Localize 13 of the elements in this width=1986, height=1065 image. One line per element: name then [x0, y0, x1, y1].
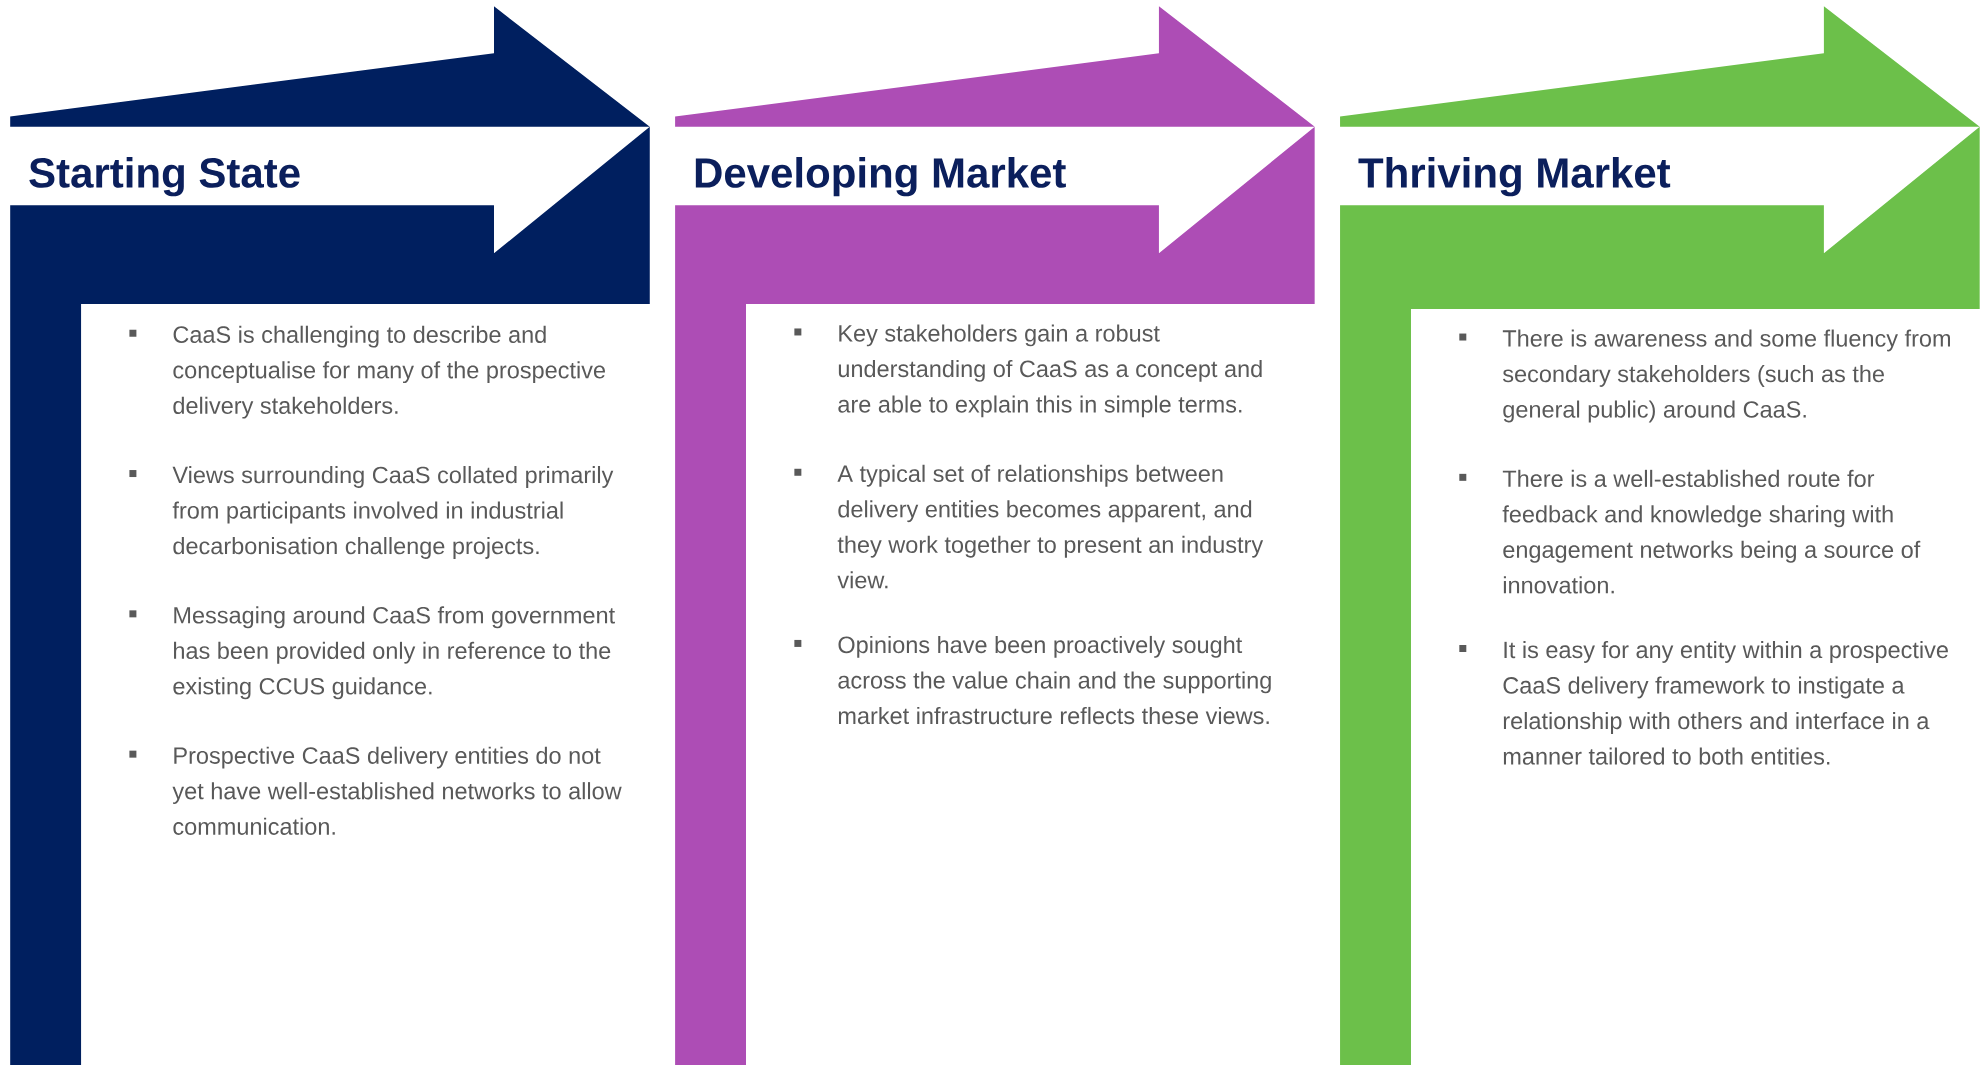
- bullet-item: Messaging around CaaS from government has been provided only in reference to the existing CCUS guidance.: [129, 606, 615, 700]
- bullet-item: A typical set of relationships between delivery entities becomes apparent, and they work together to present an industry view.: [794, 464, 1264, 589]
- bullet-item: CaaS is challenging to describe and conceptualise for many of the prospective delivery stakeholders.: [129, 325, 605, 419]
- bullet-item: Key stakeholders gain a robust understanding of CaaS as a concept and are able to explain this in simple terms.: [794, 324, 1262, 418]
- bullet-item: Views surrounding CaaS collated primarily from participants involved in industrial decarbonisation challenge projects.: [129, 466, 614, 559]
- heading: Developing Market: [695, 157, 1066, 197]
- bullet-item: Opinions have been proactively sought across the value chain and the supporting market infrastructure reflects these views.: [794, 635, 1271, 725]
- bullet-item: There is a well-established route for feedback and knowledge sharing with engagement networks being a source of innovation.: [1459, 469, 1921, 594]
- heading: Thriving Market: [1358, 157, 1671, 197]
- heading: Starting State: [29, 157, 300, 197]
- bullet-item: It is easy for any entity within a prospective CaaS delivery framework to instigate a relationship with others and interface in a manner tailored to both entities.: [1459, 641, 1948, 765]
- bullet-item: Prospective CaaS delivery entities do not yet have well-established networks to allow communication.: [129, 746, 622, 835]
- bullet-item: There is awareness and some fluency from secondary stakeholders (such as the general public) around CaaS.: [1459, 329, 1950, 423]
